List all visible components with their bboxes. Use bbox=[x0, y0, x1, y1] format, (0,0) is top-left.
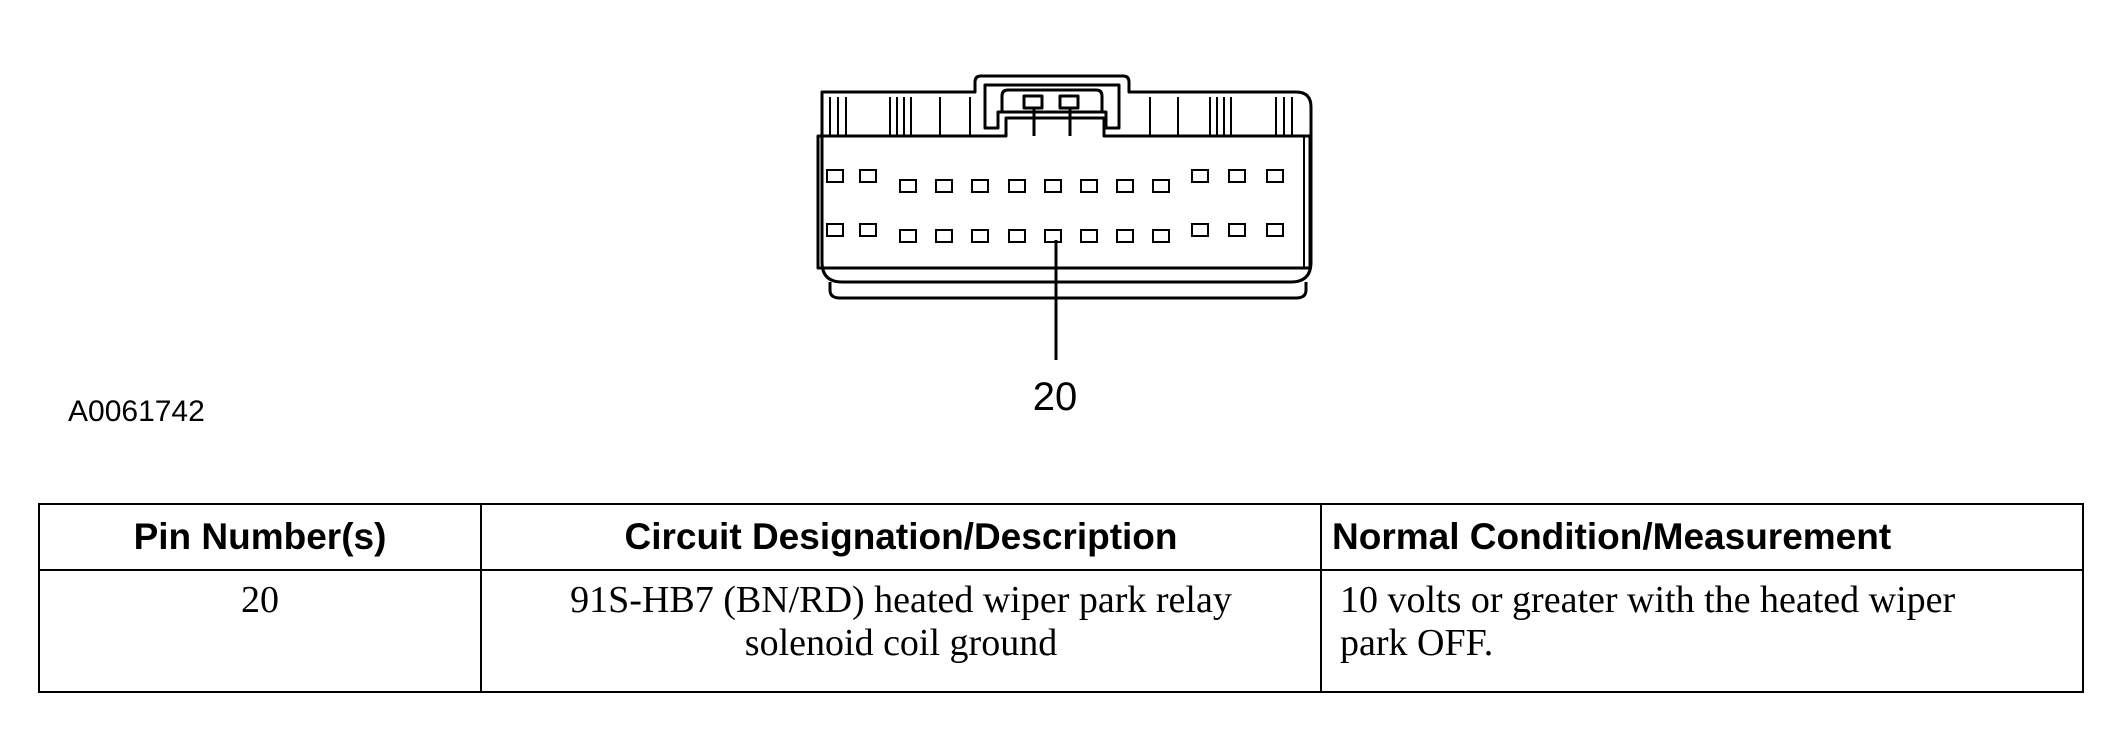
connector-bottom-lip bbox=[828, 282, 1308, 300]
pin-cavity bbox=[1228, 223, 1246, 237]
pin-cavity bbox=[1008, 229, 1026, 243]
pin-cavity bbox=[899, 179, 917, 193]
pin-cavity bbox=[1116, 229, 1134, 243]
description-line-2: solenoid coil ground bbox=[744, 622, 1058, 664]
pin-cavity bbox=[1080, 179, 1098, 193]
pin-cavity bbox=[935, 229, 953, 243]
pin-cavity bbox=[899, 229, 917, 243]
cell-normal-condition: 10 volts or greater with the heated wipe… bbox=[1320, 569, 2084, 693]
figure-id: A0061742 bbox=[68, 395, 205, 428]
latch-stem bbox=[1032, 108, 1072, 136]
connector-latch-tab bbox=[1000, 88, 1104, 112]
pin-cavity bbox=[859, 169, 877, 183]
condition-line-2: park OFF. bbox=[1340, 622, 1494, 664]
connector-inner-face bbox=[816, 116, 1312, 270]
pin-cavity bbox=[1044, 229, 1062, 243]
pin-cavity bbox=[1266, 223, 1284, 237]
latch-window-right bbox=[1058, 94, 1080, 110]
pin-cavity bbox=[1152, 229, 1170, 243]
pin-cavity bbox=[1044, 179, 1062, 193]
pin-cavity bbox=[826, 223, 844, 237]
pin-cavity bbox=[1116, 179, 1134, 193]
pin-cavity bbox=[935, 179, 953, 193]
header-pin-number: Pin Number(s) bbox=[38, 503, 482, 571]
condition-line-1: 10 volts or greater with the heated wipe… bbox=[1340, 579, 1956, 621]
pin-number-text: 20 bbox=[241, 579, 279, 621]
header-normal-condition: Normal Condition/Measurement bbox=[1320, 503, 2084, 571]
table-header-row: Pin Number(s) Circuit Designation/Descri… bbox=[38, 503, 2084, 571]
pin-cavity bbox=[1266, 169, 1284, 183]
pin-cavity bbox=[859, 223, 877, 237]
description-line-1: 91S-HB7 (BN/RD) heated wiper park relay bbox=[570, 579, 1232, 621]
pin-cavity bbox=[1191, 169, 1209, 183]
cell-circuit-description: 91S-HB7 (BN/RD) heated wiper park relay … bbox=[480, 569, 1322, 693]
pin-cavity bbox=[1008, 179, 1026, 193]
pin-table: Pin Number(s) Circuit Designation/Descri… bbox=[38, 503, 2084, 693]
pin-row-bottom bbox=[826, 223, 1284, 243]
connector-diagram bbox=[816, 74, 1313, 360]
callout-pin-label: 20 bbox=[1032, 375, 1078, 419]
pin-cavity bbox=[826, 169, 844, 183]
latch-window-left bbox=[1022, 94, 1044, 110]
cell-pin-number: 20 bbox=[38, 569, 482, 693]
pin-cavity bbox=[971, 229, 989, 243]
top-ribs-right bbox=[1149, 97, 1293, 136]
pin-cavity bbox=[971, 179, 989, 193]
top-ribs-left bbox=[829, 97, 971, 136]
header-circuit-description: Circuit Designation/Description bbox=[480, 503, 1322, 571]
pin-cavity bbox=[1228, 169, 1246, 183]
table-row: 20 91S-HB7 (BN/RD) heated wiper park rel… bbox=[38, 569, 2084, 693]
pin-cavity bbox=[1191, 223, 1209, 237]
pin-cavity-highlighted bbox=[1080, 229, 1098, 243]
connector-outer-shell bbox=[820, 74, 1313, 284]
pin-cavity bbox=[1152, 179, 1170, 193]
pin-row-top bbox=[826, 169, 1284, 193]
connector-latch bbox=[983, 83, 1121, 130]
